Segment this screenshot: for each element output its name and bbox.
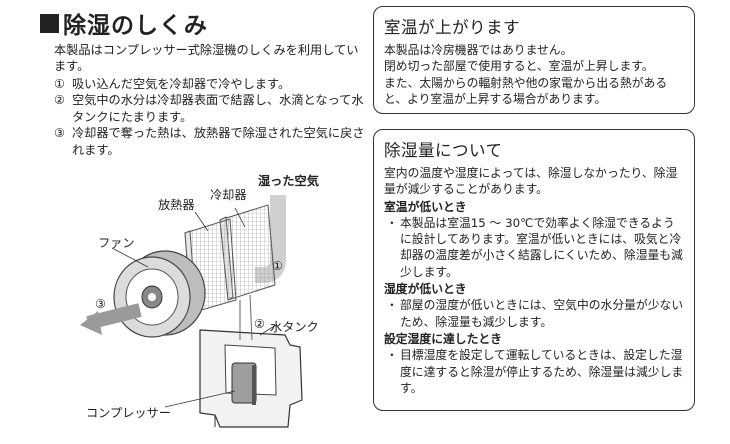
room-temp-title: 室温が上がります bbox=[384, 18, 520, 37]
intro-text: 本製品はコンプレッサー式除湿機のしくみを利用しています。 bbox=[54, 43, 359, 74]
section-title-text: 除湿のしくみ bbox=[63, 13, 208, 39]
bullet-text: 本製品は室温15 ～ 30℃で効率よく除湿できるように設計してあります。室温が低… bbox=[400, 215, 683, 279]
bullet-item: ・ 本製品は室温15 ～ 30℃で効率よく除湿できるように設計してあります。室温… bbox=[384, 215, 684, 280]
step-number: ① bbox=[54, 77, 65, 91]
bullet-mark: ・ bbox=[386, 348, 398, 363]
dehumidifier-illustration bbox=[80, 195, 303, 428]
room-temp-line: 閉め切った部屋で使用すると、室温が上昇します。 bbox=[384, 59, 654, 74]
step-item: ③ 冷却器で奪った熱は、放熱器で除湿された空気に戻されます。 bbox=[54, 125, 366, 158]
step2-marker: ② bbox=[254, 317, 265, 331]
compressor-label: コンプレッサー bbox=[86, 406, 171, 420]
radiator-label: 放熱器 bbox=[158, 198, 195, 212]
step-item: ② 空気中の水分は冷却器表面で結露し、水滴となって水タンクにたまります。 bbox=[54, 92, 366, 125]
section-title: 除湿のしくみ bbox=[40, 6, 208, 40]
room-temp-body: 本製品は冷房機器ではありません。 閉め切った部屋で使用すると、室温が上昇します。… bbox=[374, 38, 694, 107]
bullet-item: ・ 目標湿度を設定して運転しているときは、設定した湿度に達すると除湿が停止するた… bbox=[384, 347, 684, 396]
dehumidifier-diagram: 湿った空気 冷却器 放熱器 ファン ① ③ ② 水タンク コンプレッサー bbox=[40, 165, 340, 440]
room-temp-line: 本製品は冷房機器ではありません。 bbox=[384, 43, 573, 57]
step-text: 吸い込んだ空気を冷却器で冷やします。 bbox=[72, 77, 291, 91]
room-temp-notice: 室温が上がります 本製品は冷房機器ではありません。 閉め切った部屋で使用すると、… bbox=[373, 6, 695, 114]
humid-air-label: 湿った空気 bbox=[258, 174, 319, 188]
tank-label: 水タンク bbox=[270, 320, 319, 334]
step-number: ③ bbox=[54, 126, 65, 141]
square-bullet-icon bbox=[40, 13, 59, 33]
bullet-item: ・ 部屋の湿度が低いときには、空気中の水分量が少ないため、除湿量も減少します。 bbox=[384, 297, 684, 330]
dehumidify-amount-body: 室内の温度や湿度によっては、除湿しなかったり、除湿量が減少することがあります。 … bbox=[374, 161, 694, 396]
room-temp-line: また、太陽からの輻射熱や他の家電から出る熱があると、より室温が上昇する場合があり… bbox=[384, 75, 668, 106]
step3-marker: ③ bbox=[95, 297, 106, 311]
step1-marker: ① bbox=[272, 259, 283, 273]
bullet-mark: ・ bbox=[386, 298, 398, 313]
bullet-text: 部屋の湿度が低いときには、空気中の水分量が少ないため、除湿量も減少します。 bbox=[400, 298, 684, 329]
dehumidify-amount-notice: 除湿量について 室内の温度や湿度によっては、除湿しなかったり、除湿量が減少するこ… bbox=[373, 129, 695, 411]
subheading-target-reached: 設定湿度に達したとき bbox=[384, 331, 502, 346]
dehumidify-intro: 室内の温度や湿度によっては、除湿しなかったり、除湿量が減少することがあります。 bbox=[384, 166, 678, 197]
subheading-low-temp: 室温が低いとき bbox=[384, 199, 467, 214]
subheading-low-humidity: 湿度が低いとき bbox=[384, 282, 467, 297]
step-number: ② bbox=[54, 93, 65, 108]
bullet-mark: ・ bbox=[386, 215, 398, 230]
step-item: ① 吸い込んだ空気を冷却器で冷やします。 bbox=[54, 76, 366, 92]
fan-unit bbox=[113, 250, 206, 338]
fan-label: ファン bbox=[98, 236, 135, 250]
cooler-label: 冷却器 bbox=[210, 188, 247, 202]
step-text: 空気中の水分は冷却器表面で結露し、水滴となって水タンクにたまります。 bbox=[72, 93, 364, 124]
steps-list: ① 吸い込んだ空気を冷却器で冷やします。 ② 空気中の水分は冷却器表面で結露し、… bbox=[54, 76, 366, 158]
bullet-text: 目標湿度を設定して運転しているときは、設定した湿度に達すると除湿が停止するため、… bbox=[400, 348, 684, 395]
tank-body bbox=[199, 329, 303, 428]
step-text: 冷却器で奪った熱は、放熱器で除湿された空気に戻されます。 bbox=[72, 126, 365, 157]
dehumidify-amount-title: 除湿量について bbox=[384, 141, 503, 160]
